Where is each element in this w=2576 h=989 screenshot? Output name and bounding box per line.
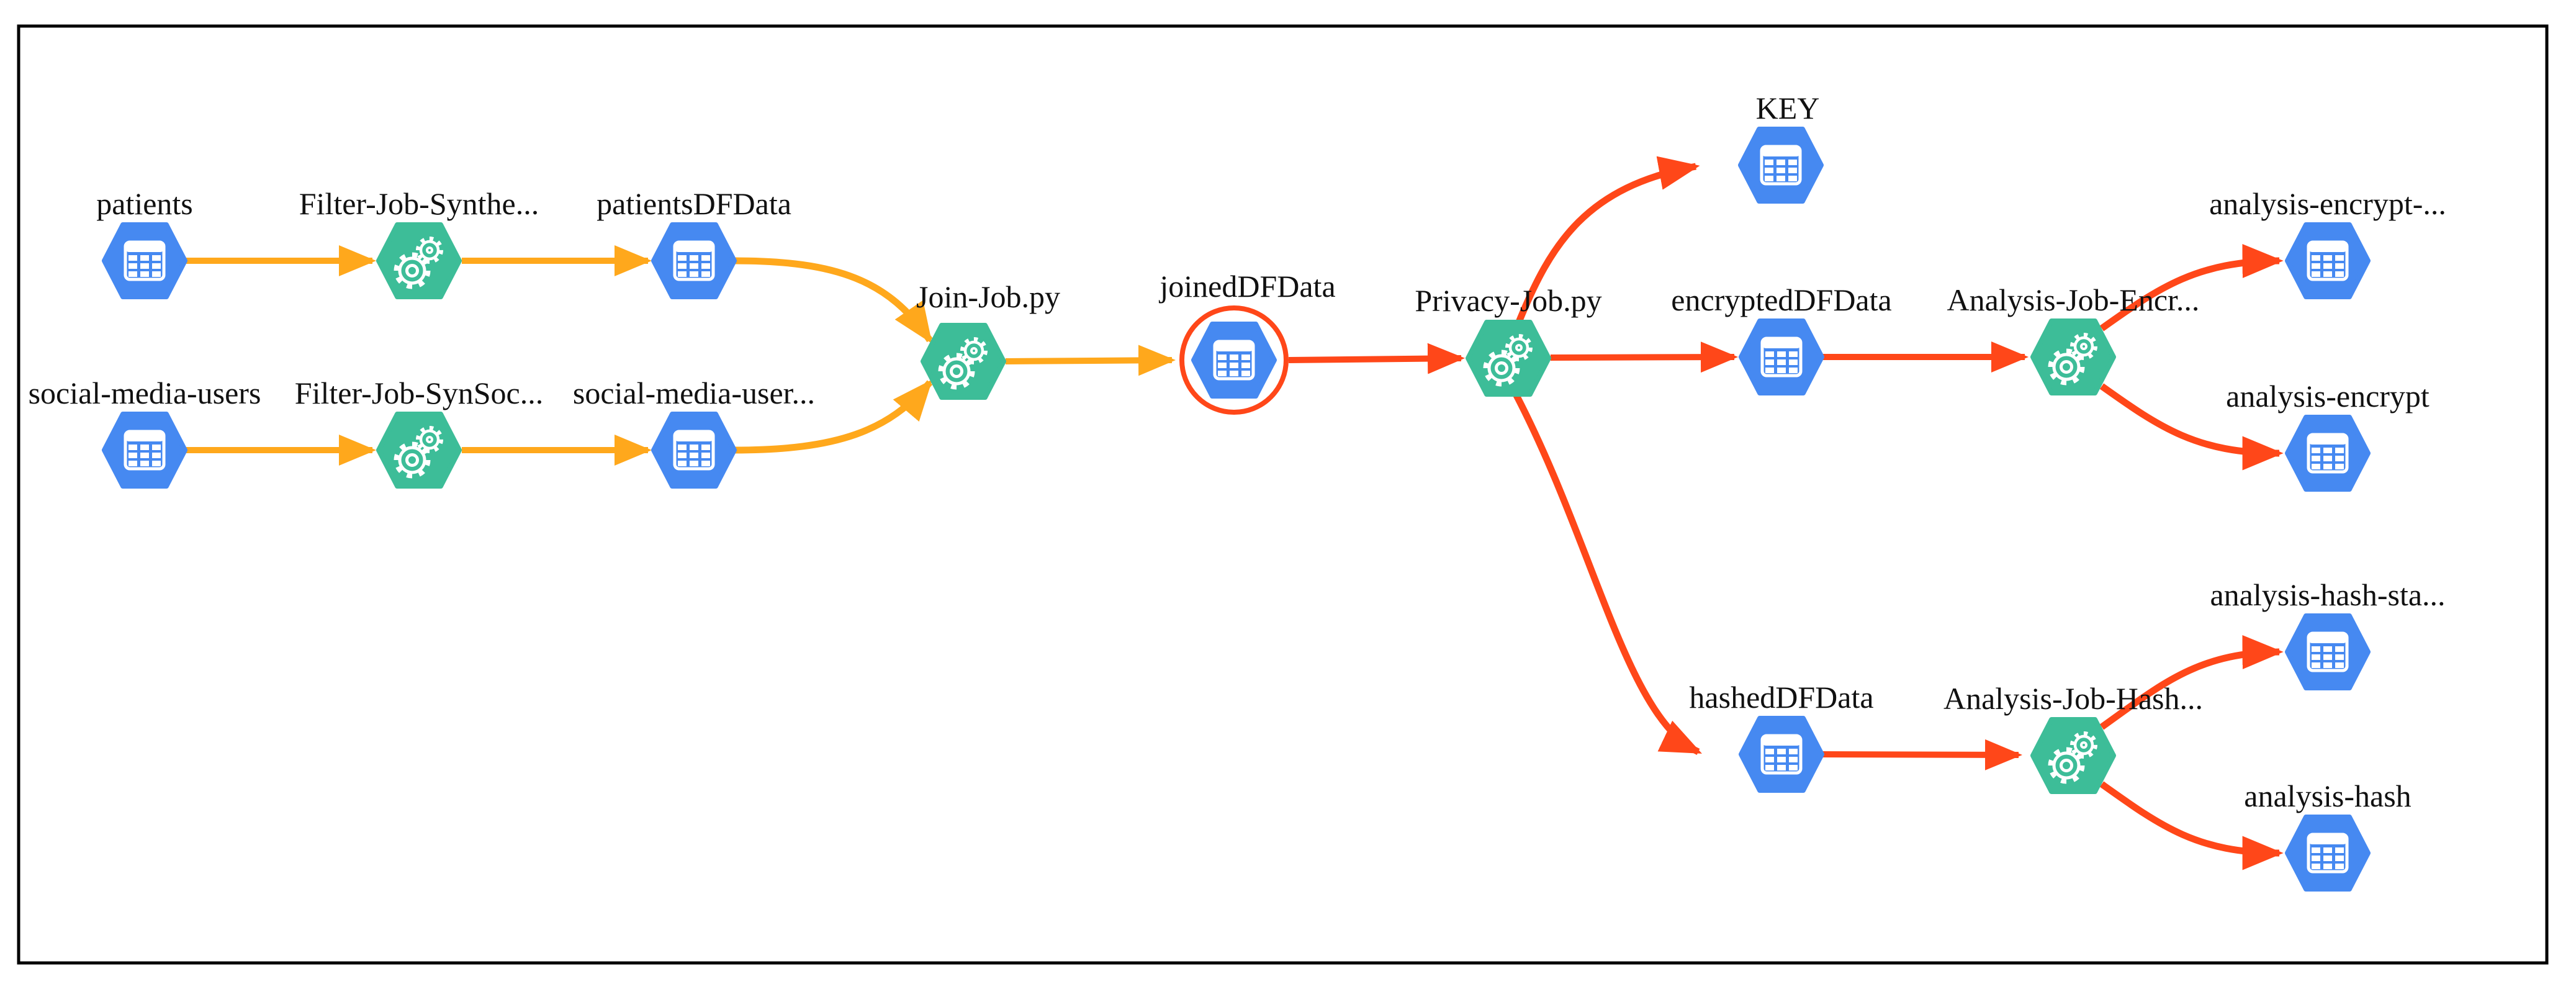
node-analysis-encrypt[interactable] [2287,417,2368,489]
node-analysis-job-hash[interactable] [2033,720,2114,792]
node-label: social-media-user... [573,376,815,410]
edge-patientsDFData-to-join-job [733,257,933,344]
node-label: KEY [1756,91,1820,125]
node-patients[interactable] [104,225,185,297]
node-key[interactable] [1741,129,1821,201]
node-analysis-hash[interactable] [2287,817,2368,889]
label-layer: patients Filter-Job-Synthe... patientsDF… [29,91,2446,813]
node-label: Filter-Job-Synthe... [299,186,539,221]
node-privacy-job[interactable] [1468,322,1549,394]
edge-analysis-job-hash-to-analysis-hash-sta [2099,634,2284,730]
node-label: Analysis-Job-Hash... [1943,681,2203,716]
edge-social-media-user-to-join-job [733,379,933,454]
node-label: Analysis-Job-Encr... [1947,282,2200,317]
node-label: analysis-encrypt-... [2209,186,2446,221]
node-label: encryptedDFData [1671,282,1891,317]
node-analysis-job-encr[interactable] [2033,321,2114,393]
edge-join-job-to-joinedDFData [1005,345,1176,376]
edge-layer [186,156,2284,870]
node-label: Filter-Job-SynSoc... [295,376,543,410]
node-hashedDFData[interactable] [1741,718,1822,790]
node-label: joinedDFData [1158,269,1335,304]
node-label: hashedDFData [1689,680,1873,715]
node-filter-job-synsoc[interactable] [379,414,459,486]
node-label: Join-Job.py [916,279,1060,314]
node-layer [104,129,2368,889]
edge-privacy-job-to-key [1515,156,1700,325]
edge-analysis-job-encr-to-analysis-encrypt [2099,383,2284,471]
node-encryptedDFData[interactable] [1741,321,1822,393]
edge-privacy-job-to-hashedDFData [1512,391,1702,755]
node-label: Privacy-Job.py [1415,283,1601,318]
node-label: patients [96,186,193,221]
edge-joinedDFData-to-privacy-job [1288,343,1465,374]
edge-analysis-job-hash-to-analysis-hash [2099,781,2284,870]
node-filter-job-synthe[interactable] [379,225,459,297]
node-social-media-user[interactable] [654,414,734,486]
node-label: analysis-hash-sta... [2210,577,2445,612]
node-label: analysis-encrypt [2226,379,2430,413]
edge-privacy-job-to-encryptedDFData [1550,341,1738,373]
node-label: patientsDFData [597,186,791,221]
node-joinedDFData[interactable] [1194,324,1274,396]
edge-analysis-job-encr-to-analysis-encrypt-trunc [2099,243,2284,332]
node-label: social-media-users [29,376,261,410]
selection-ring [1179,305,1289,415]
edge-hashedDFData-to-analysis-job-hash [1822,739,2022,770]
node-patientsDFData[interactable] [654,225,734,297]
canvas-border [17,24,2549,965]
node-analysis-encrypt-trunc[interactable] [2287,225,2368,297]
node-social-media-users[interactable] [104,414,185,486]
node-label: analysis-hash [2244,779,2411,813]
node-analysis-hash-sta[interactable] [2287,616,2368,688]
node-join-job[interactable] [923,325,1004,397]
